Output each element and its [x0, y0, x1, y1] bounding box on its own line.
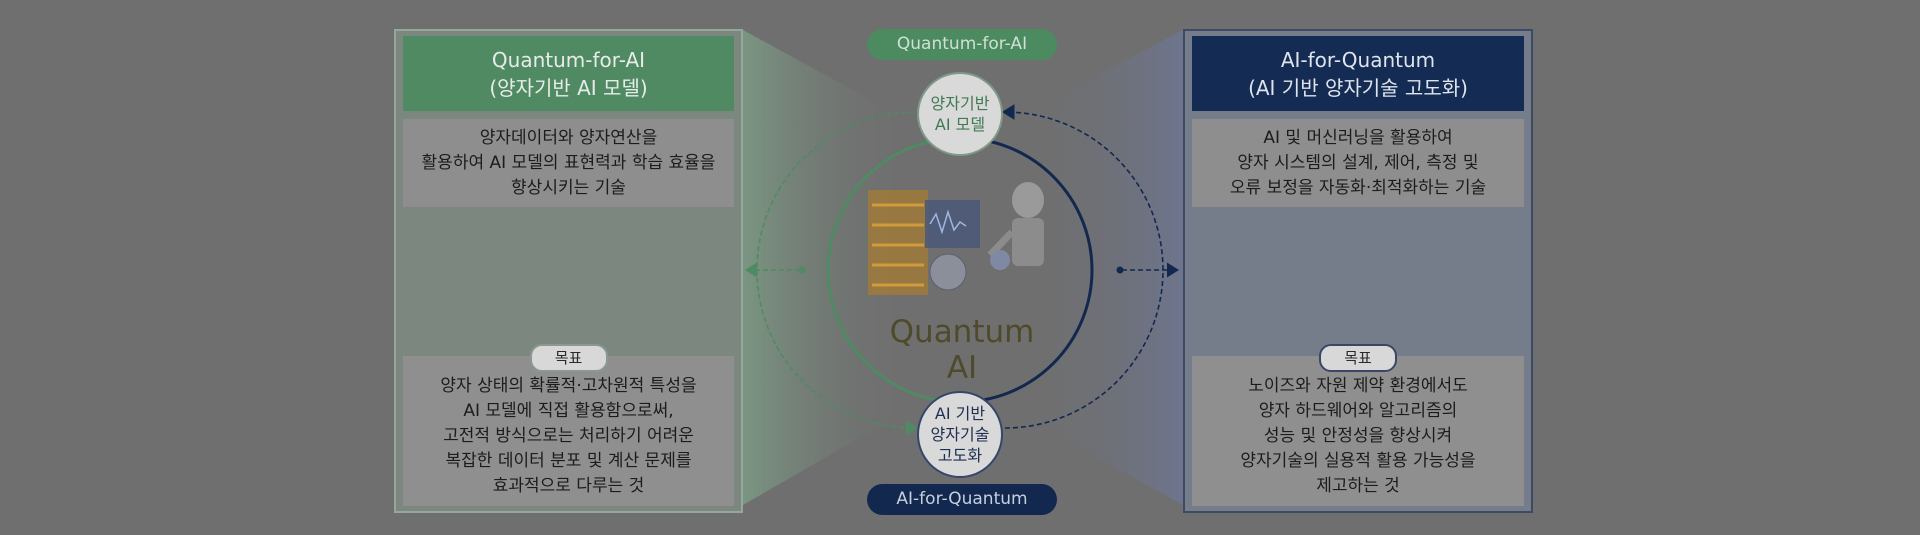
left-connector-dot	[798, 266, 806, 274]
description-line: 향상시키는 기술	[511, 177, 626, 198]
goal-line: 제고하는 것	[1316, 475, 1400, 496]
panel-subtitle: (AI 기반 양자기술 고도화)	[1248, 75, 1468, 100]
goal-badge: 목표	[529, 344, 608, 372]
robot-quantum-illustration	[868, 182, 1044, 295]
goal-line: 복잡한 데이터 분포 및 계산 문제를	[445, 450, 692, 471]
node-label-line: 고도화	[937, 446, 983, 465]
node-label-line: 양자기반	[930, 94, 990, 113]
inner-circle-navy-arc	[959, 136, 1094, 404]
goal-badge: 목표	[1319, 344, 1397, 372]
quantum-based-ai-node: 양자기반 AI 모델	[917, 72, 1003, 156]
node-label-line: AI 기반	[934, 404, 986, 423]
quantum-for-ai-panel: Quantum-for-AI (양자기반 AI 모델) 양자데이터와 양자연산을…	[394, 29, 743, 513]
goal-line: 양자기술의 실용적 활용 가능성을	[1240, 450, 1476, 471]
node-label-line: AI 모델	[934, 115, 986, 134]
panel-description: AI 및 머신러닝을 활용하여 양자 시스템의 설계, 제어, 측정 및 오류 …	[1192, 119, 1524, 207]
inner-circle-green-arc	[826, 136, 961, 404]
ai-for-quantum-pill: AI-for-Quantum	[867, 484, 1057, 515]
goal-line: 양자 상태의 확률적·고차원적 특성을	[440, 375, 697, 396]
description-line: 활용하여 AI 모델의 표현력과 학습 효율을	[421, 152, 716, 173]
node-label-line: 양자기술	[930, 425, 990, 444]
panel-description: 양자데이터와 양자연산을 활용하여 AI 모델의 표현력과 학습 효율을 향상시…	[403, 119, 734, 207]
left-projection-wedge	[743, 30, 908, 505]
goal-line: AI 모델에 직접 활용함으로써,	[463, 400, 674, 421]
description-line: AI 및 머신러닝을 활용하여	[1263, 127, 1453, 148]
ai-based-quantum-node: AI 기반 양자기술 고도화	[917, 391, 1003, 478]
right-connector-dot	[1116, 266, 1124, 274]
right-projection-wedge	[1012, 30, 1183, 505]
panel-header: Quantum-for-AI (양자기반 AI 모델)	[403, 36, 734, 111]
description-line: 양자데이터와 양자연산을	[479, 127, 658, 148]
description-line: 양자 시스템의 설계, 제어, 측정 및	[1237, 152, 1479, 173]
goal-description: 노이즈와 자원 제약 환경에서도 양자 하드웨어와 알고리즘의 성능 및 안정성…	[1192, 356, 1524, 506]
quantum-ai-title: Quantum AI	[889, 314, 1035, 386]
panel-title: AI-for-Quantum	[1280, 47, 1436, 72]
goal-line: 양자 하드웨어와 알고리즘의	[1258, 400, 1458, 421]
goal-line: 효과적으로 다루는 것	[492, 475, 645, 496]
panel-subtitle: (양자기반 AI 모델)	[489, 75, 648, 100]
ai-for-quantum-panel: AI-for-Quantum (AI 기반 양자기술 고도화) AI 및 머신러…	[1183, 29, 1533, 513]
panel-title: Quantum-for-AI	[491, 47, 646, 72]
description-line: 오류 보정을 자동화·최적화하는 기술	[1229, 177, 1487, 198]
goal-line: 성능 및 안정성을 향상시켜	[1263, 425, 1453, 446]
goal-line: 노이즈와 자원 제약 환경에서도	[1248, 375, 1468, 396]
goal-description: 양자 상태의 확률적·고차원적 특성을 AI 모델에 직접 활용함으로써, 고전…	[403, 356, 734, 506]
panel-header: AI-for-Quantum (AI 기반 양자기술 고도화)	[1192, 36, 1524, 111]
quantum-for-ai-pill: Quantum-for-AI	[867, 29, 1057, 60]
goal-line: 고전적 방식으로는 처리하기 어려운	[443, 425, 694, 446]
